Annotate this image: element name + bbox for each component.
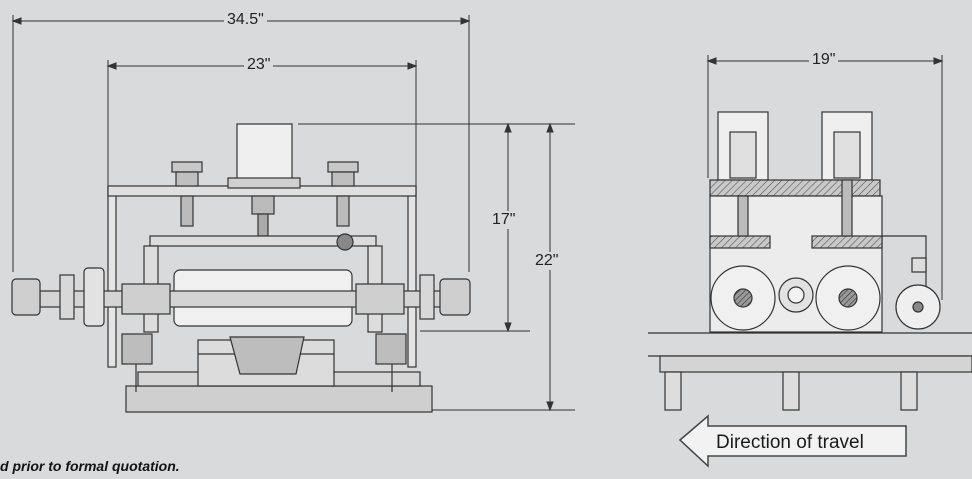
base-plate	[125, 385, 433, 413]
motor	[236, 123, 293, 180]
front-view	[11, 123, 471, 413]
direction-arrow	[678, 414, 907, 468]
side-view	[648, 111, 972, 411]
inner-width-label: 23"	[244, 56, 274, 74]
direction-label: Direction of travel	[716, 432, 864, 453]
height-tall-label: 22"	[532, 252, 562, 270]
overall-width-label: 34.5"	[224, 11, 267, 29]
side-width-label: 19"	[809, 51, 839, 69]
footnote: d prior to formal quotation.	[0, 458, 180, 474]
height-short-label: 17"	[489, 211, 519, 229]
